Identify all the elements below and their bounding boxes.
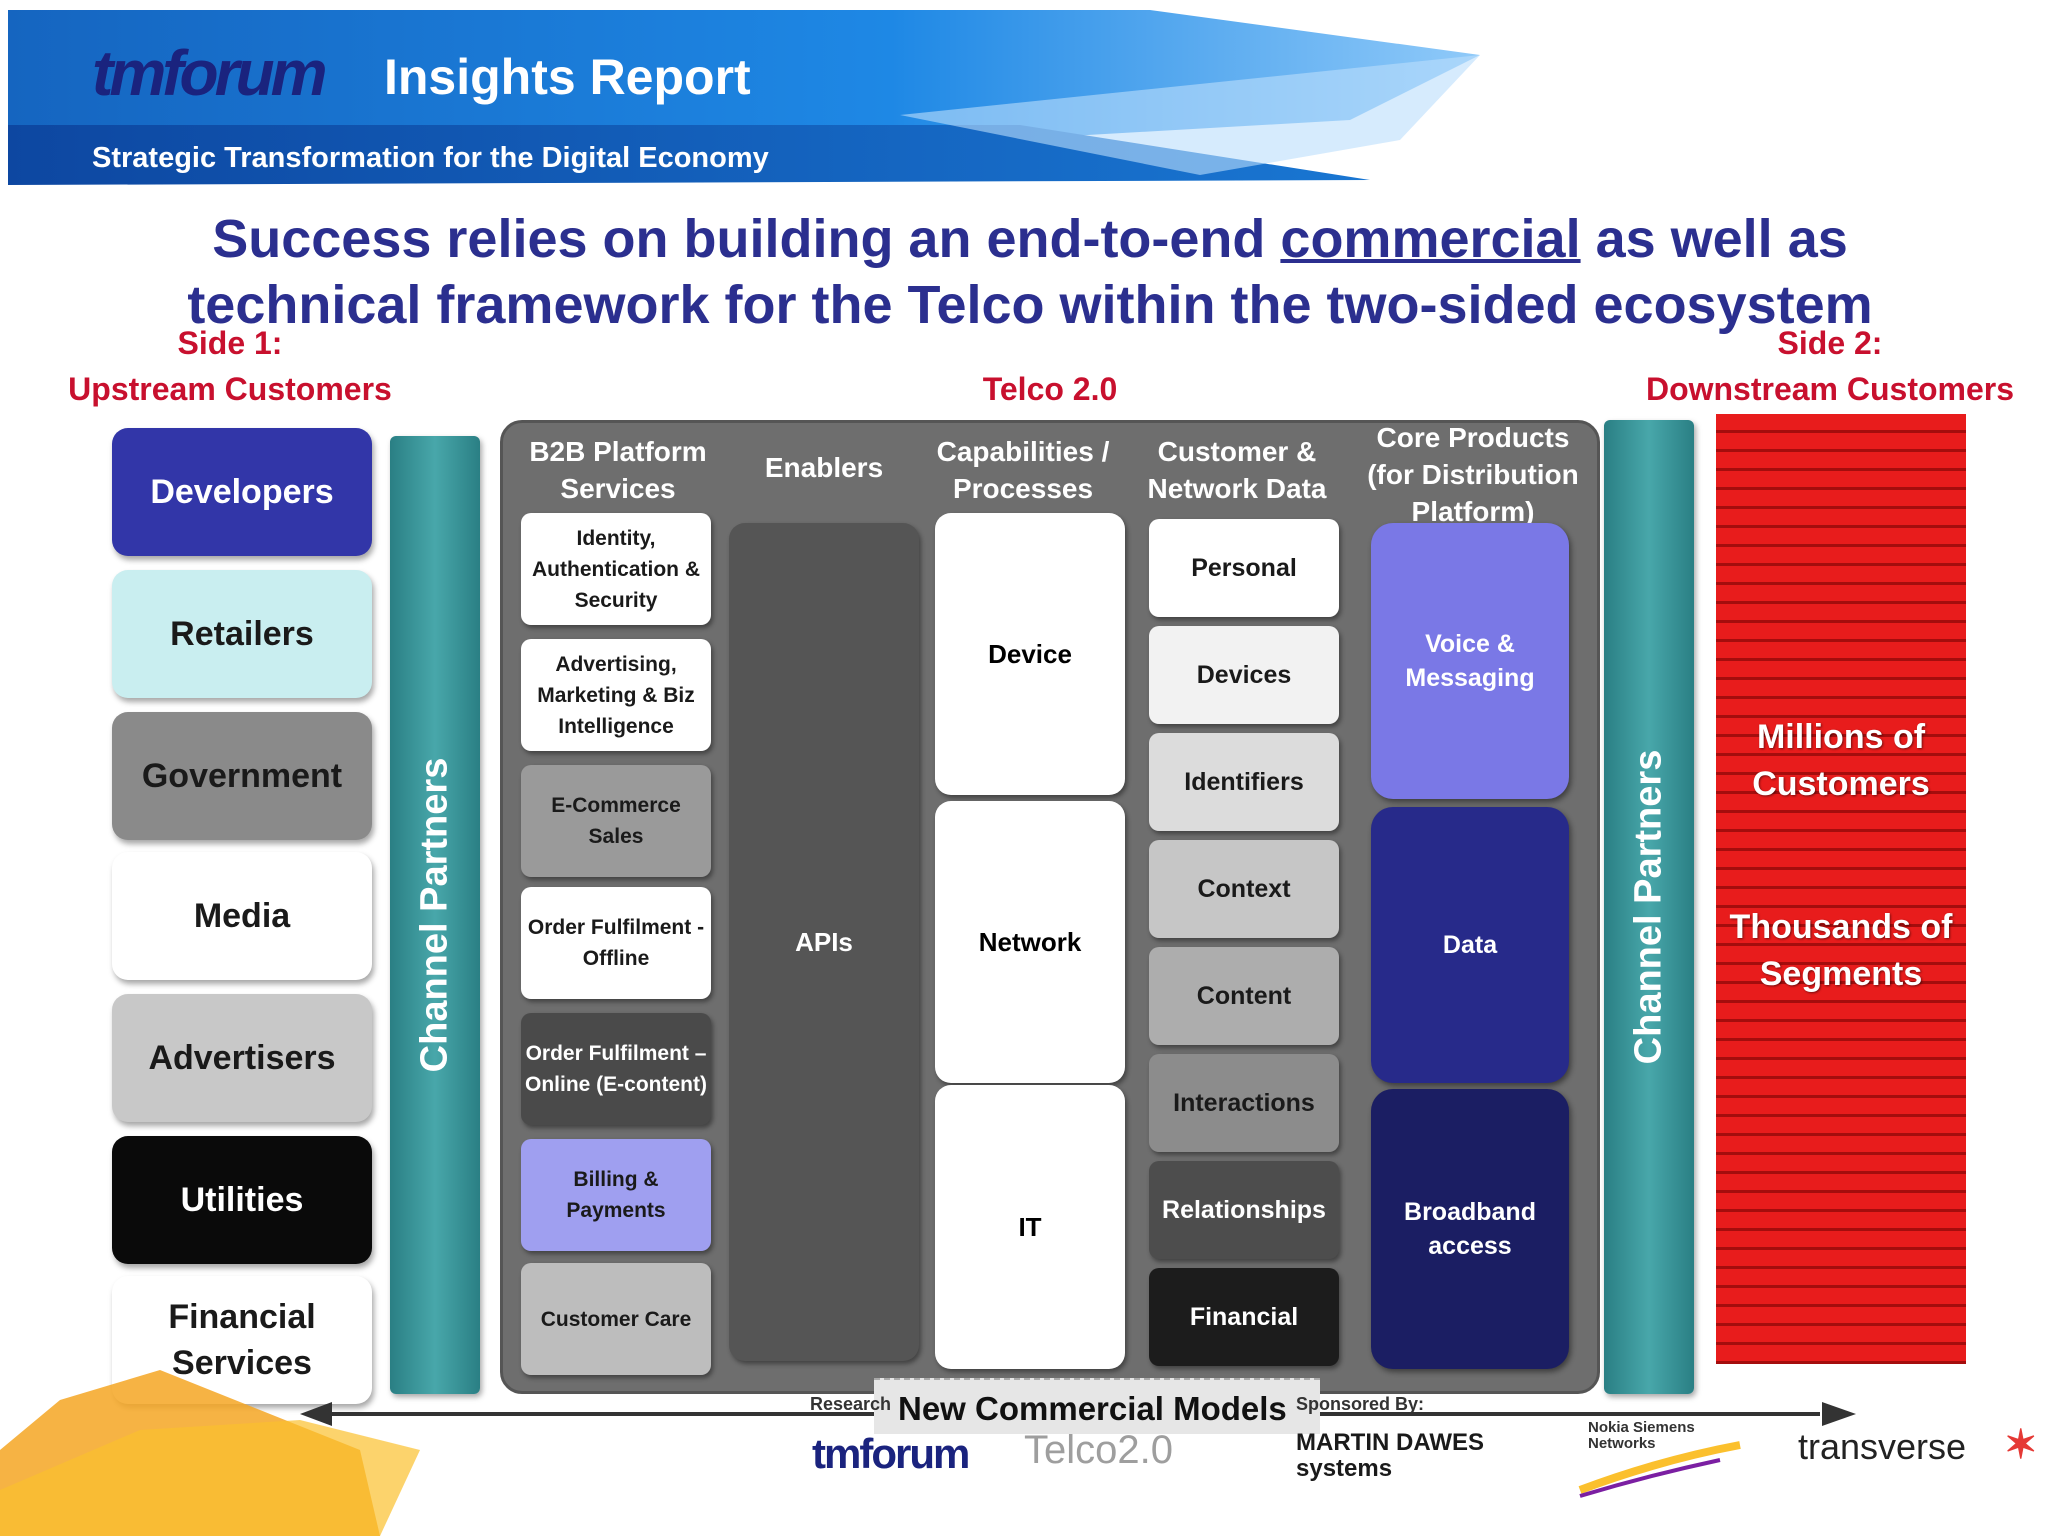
nokia-siemens-swoosh: [1578, 1441, 1741, 1498]
core-product-0: Voice & Messaging: [1371, 523, 1569, 799]
column-header-core-products: Core Products (for Distribution Platform…: [1367, 422, 1579, 527]
side1-label: Side 1:Upstream Customers: [68, 325, 392, 407]
upstream-box-utilities: Utilities: [112, 1136, 372, 1264]
b2b-item-3: Order Fulfilment - Offline: [521, 887, 711, 999]
customer-data-identifiers: Identifiers: [1149, 733, 1339, 831]
nokia-siemens-logo: Nokia Siemens Networks: [1588, 1419, 1695, 1452]
column-header-customer-data: Customer & Network Data: [1147, 436, 1327, 504]
report-title: Insights Report: [384, 49, 751, 105]
channel-partners-left: Channel Partners: [390, 436, 480, 1394]
star-icon: ✶: [2004, 1423, 2038, 1467]
telco-label: Telco 2.0: [982, 371, 1118, 407]
side2-label: Side 2:Downstream Customers: [1645, 325, 2015, 407]
header-banner: tmforum Insights Report Strategic Transf…: [0, 0, 2048, 200]
slide-title: Success relies on building an end-to-end…: [80, 206, 1980, 338]
sponsored-label: Sponsored By:: [1296, 1394, 1425, 1414]
tmforum-logo: tmforum: [92, 37, 328, 109]
upstream-box-government: Government: [112, 712, 372, 840]
capability-device: Device: [935, 513, 1125, 795]
b2b-item-5: Billing & Payments: [521, 1139, 711, 1251]
customer-data-devices: Devices: [1149, 626, 1339, 724]
footer-swoosh: [0, 1370, 420, 1536]
tmforum-footer-logo: tmforum: [812, 1430, 970, 1477]
new-commercial-models-label: New Commercial Models: [898, 1390, 1287, 1427]
core-product-1: Data: [1371, 807, 1569, 1083]
header-background: [8, 10, 1480, 185]
b2b-item-1: Advertising, Marketing & Biz Intelligenc…: [521, 639, 711, 751]
underlined-word: commercial: [1280, 209, 1581, 269]
upstream-box-retailers: Retailers: [112, 570, 372, 698]
research-label: Research: [810, 1394, 892, 1414]
capability-network: Network: [935, 801, 1125, 1083]
upstream-box-media: Media: [112, 852, 372, 980]
b2b-item-2: E-Commerce Sales: [521, 765, 711, 877]
arrow-label-background: [874, 1378, 1320, 1434]
upstream-box-advertisers: Advertisers: [112, 994, 372, 1122]
column-header-b2b: B2B Platform Services: [529, 436, 707, 504]
channel-partners-right: Channel Partners: [1604, 420, 1694, 1394]
downstream-customers-block: Millions of Customers Thousands of Segme…: [1716, 414, 1966, 1364]
b2b-item-0: Identity, Authentication & Security: [521, 513, 711, 625]
telco-panel: B2B Platform Services Enablers Capabilit…: [500, 420, 1600, 1394]
customer-data-relationships: Relationships: [1149, 1161, 1339, 1259]
customer-data-content: Content: [1149, 947, 1339, 1045]
customer-data-financial: Financial: [1149, 1268, 1339, 1366]
core-product-2: Broadband access: [1371, 1089, 1569, 1369]
downstream-text-segments: Thousands of Segments: [1729, 908, 1953, 993]
apis-box: APIs: [729, 523, 919, 1361]
customer-data-personal: Personal: [1149, 519, 1339, 617]
b2b-item-4: Order Fulfilment – Online (E-content): [521, 1013, 711, 1125]
upstream-box-financial-services: Financial Services: [112, 1276, 372, 1404]
customer-data-context: Context: [1149, 840, 1339, 938]
capability-it: IT: [935, 1085, 1125, 1369]
telco20-logo: Telco2.0: [1024, 1428, 1173, 1472]
downstream-text-millions: Millions of Customers: [1752, 718, 1930, 803]
report-subtitle: Strategic Transformation for the Digital…: [92, 142, 769, 174]
transverse-logo: transverse: [1798, 1426, 1967, 1467]
martin-dawes-logo: MARTIN DAWES systems: [1296, 1429, 1484, 1482]
column-header-enablers: Enablers: [764, 452, 884, 483]
slide-title-line2: technical framework for the Telco within…: [187, 275, 1873, 335]
customer-data-interactions: Interactions: [1149, 1054, 1339, 1152]
b2b-item-6: Customer Care: [521, 1263, 711, 1375]
upstream-box-developers: Developers: [112, 428, 372, 556]
slide-title-line1: Success relies on building an end-to-end…: [212, 209, 1848, 269]
column-header-capabilities: Capabilities / Processes: [936, 436, 1110, 504]
